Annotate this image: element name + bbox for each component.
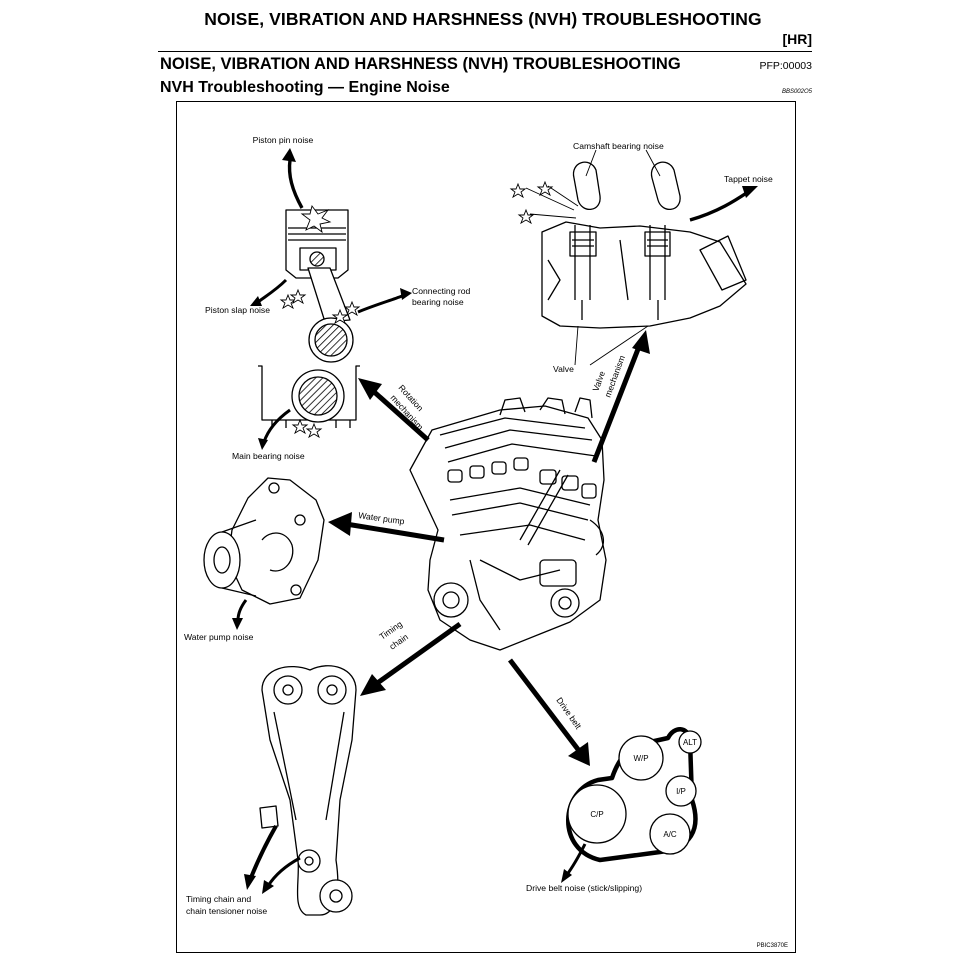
timing-chain-noise-label-1: Timing chain and: [186, 894, 251, 904]
subsection-ref-code: BBS002O5: [781, 89, 812, 95]
pulley-alt-label: ALT: [683, 738, 697, 747]
noise-star-marks: [279, 180, 554, 439]
piston-pin-noise-label: Piston pin noise: [253, 135, 314, 145]
timing-chain-illustration: [259, 665, 357, 916]
header-rule: [158, 51, 812, 52]
callout-arrows: [232, 148, 758, 894]
tappet-noise-label: Tappet noise: [724, 174, 773, 184]
pfp-code: PFP:00003: [759, 60, 812, 72]
drive-belt-illustration: [566, 727, 702, 863]
pulley-ac-label: A/C: [663, 830, 677, 839]
pulley-cp-label: C/P: [590, 810, 603, 819]
engine-illustration: [409, 397, 607, 651]
cylinder-head-illustration: [541, 161, 747, 329]
timing-chain-noise-label-2: chain tensioner noise: [186, 906, 267, 916]
pulley-wp-label: W/P: [633, 754, 648, 763]
subsection-title: NVH Troubleshooting — Engine Noise: [160, 79, 450, 96]
leader-lines: [525, 149, 661, 366]
figure-frame: [176, 101, 796, 953]
main-bearing-noise-label: Main bearing noise: [232, 451, 305, 461]
figure-ref-code: PBIC3870E: [756, 943, 788, 949]
piston-slap-noise-label: Piston slap noise: [205, 305, 270, 315]
connecting-rod-label-2: bearing noise: [412, 297, 464, 307]
page-header-title: NOISE, VIBRATION AND HARSHNESS (NVH) TRO…: [204, 9, 762, 29]
water-pump-illustration: [203, 477, 325, 605]
piston-illustration: [258, 209, 360, 428]
section-code: [HR]: [782, 31, 812, 47]
camshaft-bearing-noise-label: Camshaft bearing noise: [573, 141, 664, 151]
pulley-ip-label: I/P: [676, 787, 686, 796]
section-title: NOISE, VIBRATION AND HARSHNESS (NVH) TRO…: [160, 55, 681, 73]
water-pump-noise-label: Water pump noise: [184, 632, 254, 642]
valve-label: Valve: [553, 364, 574, 374]
drive-belt-noise-label: Drive belt noise (stick/slipping): [526, 883, 642, 893]
water-pump-arrow-label: Water pump: [358, 510, 406, 526]
connecting-rod-label-1: Connecting rod: [412, 286, 471, 296]
